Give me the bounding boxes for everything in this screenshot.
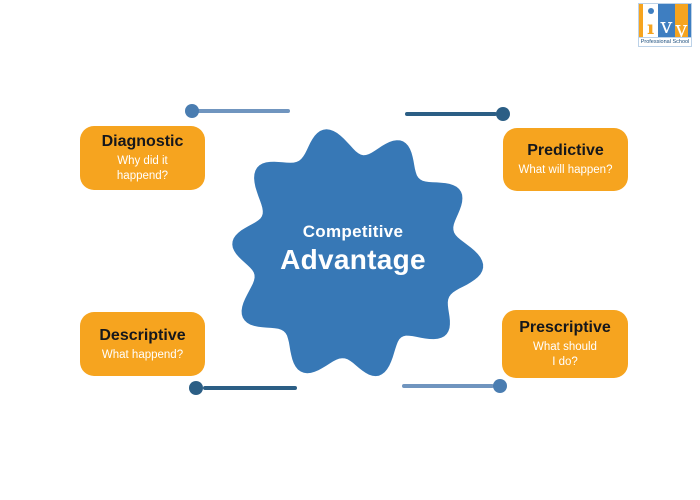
logo-letter-v: v bbox=[658, 4, 675, 37]
card-diagnostic-subtitle: Why did it happend? bbox=[117, 154, 168, 184]
card-prescriptive-subtitle-line1: What should bbox=[533, 341, 597, 354]
center-title-line1: Competitive bbox=[302, 222, 404, 241]
center-title-line2: Advantage bbox=[280, 244, 426, 275]
ivy-logo: ı v y Professional School bbox=[638, 3, 692, 47]
connector-dot-top-right bbox=[496, 107, 510, 121]
card-descriptive: Descriptive What happend? bbox=[80, 312, 205, 376]
card-diagnostic: Diagnostic Why did it happend? bbox=[80, 126, 205, 190]
card-diagnostic-subtitle-line1: Why did it bbox=[117, 155, 168, 168]
card-diagnostic-subtitle-line2: happend? bbox=[116, 170, 169, 182]
logo-person-head-icon bbox=[647, 8, 654, 14]
connector-line-bottom-left bbox=[203, 386, 297, 390]
logo-orange-band bbox=[639, 4, 643, 37]
logo-letter-y: y bbox=[674, 4, 689, 39]
card-prescriptive: Prescriptive What should I do? bbox=[502, 310, 628, 378]
card-predictive-subtitle-line1: What will happen? bbox=[518, 164, 613, 177]
logo-letter-i: ı bbox=[642, 4, 659, 39]
connector-dot-top-left bbox=[185, 104, 199, 118]
logo-subtitle: Professional School bbox=[639, 37, 691, 46]
card-predictive: Predictive What will happen? bbox=[503, 128, 628, 191]
center-title: Competitive Advantage bbox=[253, 222, 453, 276]
card-prescriptive-subtitle-line2: I do? bbox=[552, 356, 578, 368]
connector-line-top-left bbox=[197, 109, 290, 113]
logo-blue-band bbox=[688, 4, 691, 37]
card-diagnostic-title: Diagnostic bbox=[101, 133, 184, 151]
card-predictive-subtitle: What will happen? bbox=[519, 163, 613, 178]
card-descriptive-subtitle: What happend? bbox=[102, 348, 183, 363]
connector-line-top-right bbox=[405, 112, 497, 116]
card-prescriptive-title: Prescriptive bbox=[519, 319, 611, 337]
ivy-logo-wordmark: ı v y bbox=[639, 4, 691, 39]
logo-person-body-icon: ı bbox=[646, 16, 655, 39]
connector-line-bottom-right bbox=[402, 384, 494, 388]
connector-dot-bottom-left bbox=[189, 381, 203, 395]
card-prescriptive-subtitle: What should I do? bbox=[533, 340, 597, 370]
card-predictive-title: Predictive bbox=[527, 142, 604, 160]
connector-dot-bottom-right bbox=[493, 379, 507, 393]
card-descriptive-title: Descriptive bbox=[99, 326, 186, 344]
card-descriptive-subtitle-line1: What happend? bbox=[101, 348, 184, 361]
